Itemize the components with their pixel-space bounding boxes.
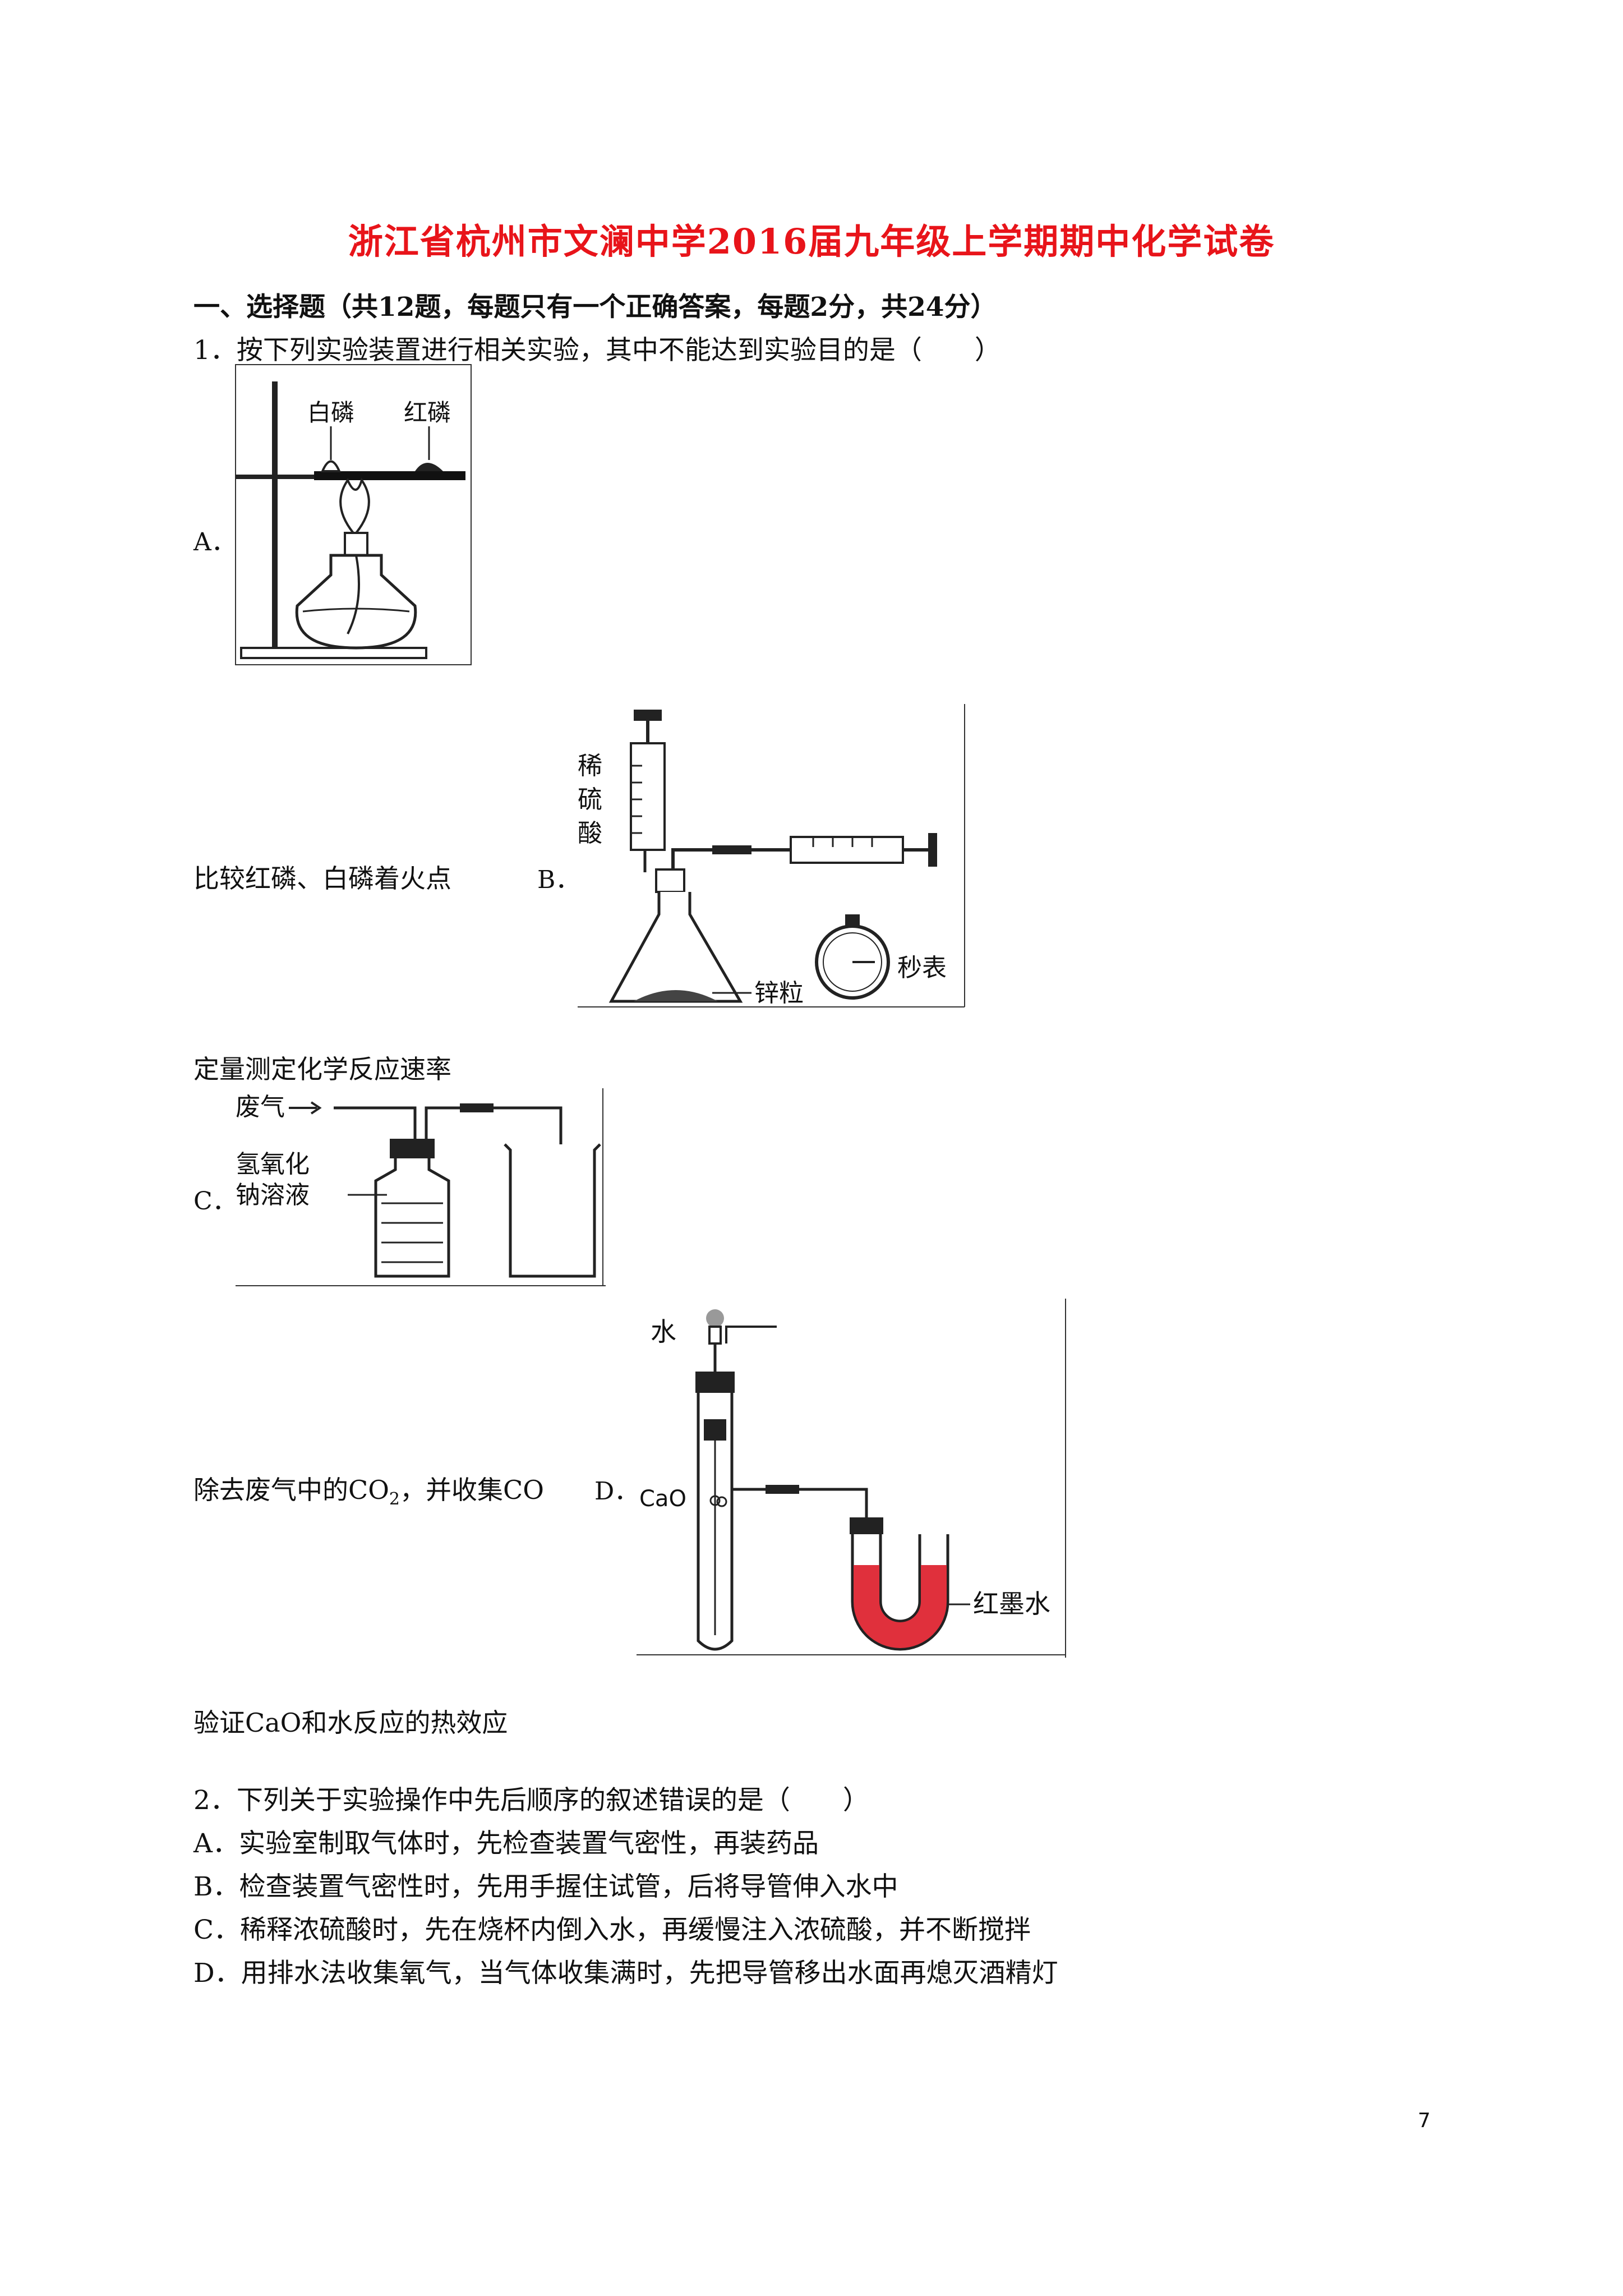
outer-stopper [695,1372,735,1393]
q1-option-d-letter: D． [594,1477,639,1506]
caption-c-post: ，并收集CO [400,1475,544,1505]
red-ink-water [854,1565,947,1648]
vertical-syringe [630,742,666,851]
waste-gas-label: 废气 [236,1093,285,1121]
white-phosphorus-sample [320,460,342,472]
caption-c-subscript: 2 [389,1489,400,1510]
gas-washing-bottle [374,1158,450,1278]
syringe-plunger-end [928,833,937,867]
cao-label: CaO [639,1486,686,1512]
conical-flask [608,892,743,1003]
q2-option-d: D．用排水法收集氧气，当气体收集满时，先把导管移出水面再熄灭酒精灯 [193,1958,1058,1989]
q1-option-a-letter: A． [193,528,236,556]
red-ink-label: 红墨水 [973,1589,1050,1619]
horizontal-syringe [790,836,904,864]
q1-option-c-caption: 除去废气中的CO2，并收集CO [193,1470,544,1509]
timer-label: 秒表 [897,954,947,982]
diagram-frame [235,364,472,665]
white-phosphorus-label: 白磷 [307,399,354,426]
q1-option-a-diagram: 白磷 红磷 [235,364,472,665]
zinc-label: 锌粒 [754,979,804,1007]
q1-option-c-diagram: 废气 氢氧化 钠溶液 [236,1088,606,1286]
lamp-wick-holder [344,532,368,556]
alcohol-lamp [295,554,417,650]
page-number: 7 [1418,2109,1431,2132]
rubber-tube [460,1103,494,1112]
q1-option-b-letter: B． [537,866,580,894]
q2-option-b: B．检查装置气密性时，先用手握住试管，后将导管伸入水中 [193,1871,898,1902]
q2-stem: 2．下列关于实验操作中先后顺序的叙述错误的是（ ） [193,1785,869,1816]
rubber-tube [712,845,751,854]
u-tube [851,1534,949,1651]
q1-stem: 1．按下列实验装置进行相关实验，其中不能达到实验目的是（ ） [193,335,1001,366]
stand-base [240,647,427,659]
naoh-label-1: 氢氧化 [236,1150,310,1179]
beaker [504,1143,601,1278]
flask-stopper [655,868,685,893]
dropper-bulb [706,1309,724,1327]
q1-option-d-caption: 验证CaO和水反应的热效应 [193,1708,508,1738]
copper-plate [314,471,465,480]
inner-stopper [704,1419,726,1441]
naoh-label-2: 钠溶液 [236,1181,310,1209]
q1-option-b-diagram: 稀 硫 酸 锌粒 秒表 [578,704,965,1007]
q2-option-c: C．稀释浓硫酸时，先在烧杯内倒入水，再缓慢注入浓硫酸，并不断搅拌 [193,1915,1031,1945]
acid-label-1: 稀 [578,752,602,780]
stopwatch-crown [845,914,860,926]
q1-option-a-caption: 比较红磷、白磷着火点 [193,863,451,894]
q2-option-a: A．实验室制取气体时，先检查装置气密性，再装药品 [193,1828,819,1859]
section-heading: 一、选择题（共12题，每题只有一个正确答案，每题2分，共24分） [193,292,997,323]
zinc-granules [634,990,718,1001]
caption-c-pre: 除去废气中的CO [193,1475,389,1505]
bottle-stopper [390,1139,435,1158]
red-phosphorus-label: 红磷 [404,399,451,426]
q1-option-c-letter: C． [193,1187,237,1216]
page-title: 浙江省杭州市文澜中学2016届九年级上学期期中化学试卷 [348,221,1275,262]
q1-option-d-diagram: 水 CaO 红墨水 [637,1299,1066,1658]
red-phosphorus-sample [415,463,443,471]
water-label: 水 [651,1317,676,1347]
rubber-tube [766,1485,799,1494]
acid-label-3: 酸 [578,819,602,848]
flame [339,477,370,534]
q1-option-b-caption: 定量测定化学反应速率 [193,1054,451,1084]
acid-label-2: 硫 [578,785,602,814]
u-tube-stopper [850,1517,883,1534]
syringe-plunger-top [634,710,662,721]
